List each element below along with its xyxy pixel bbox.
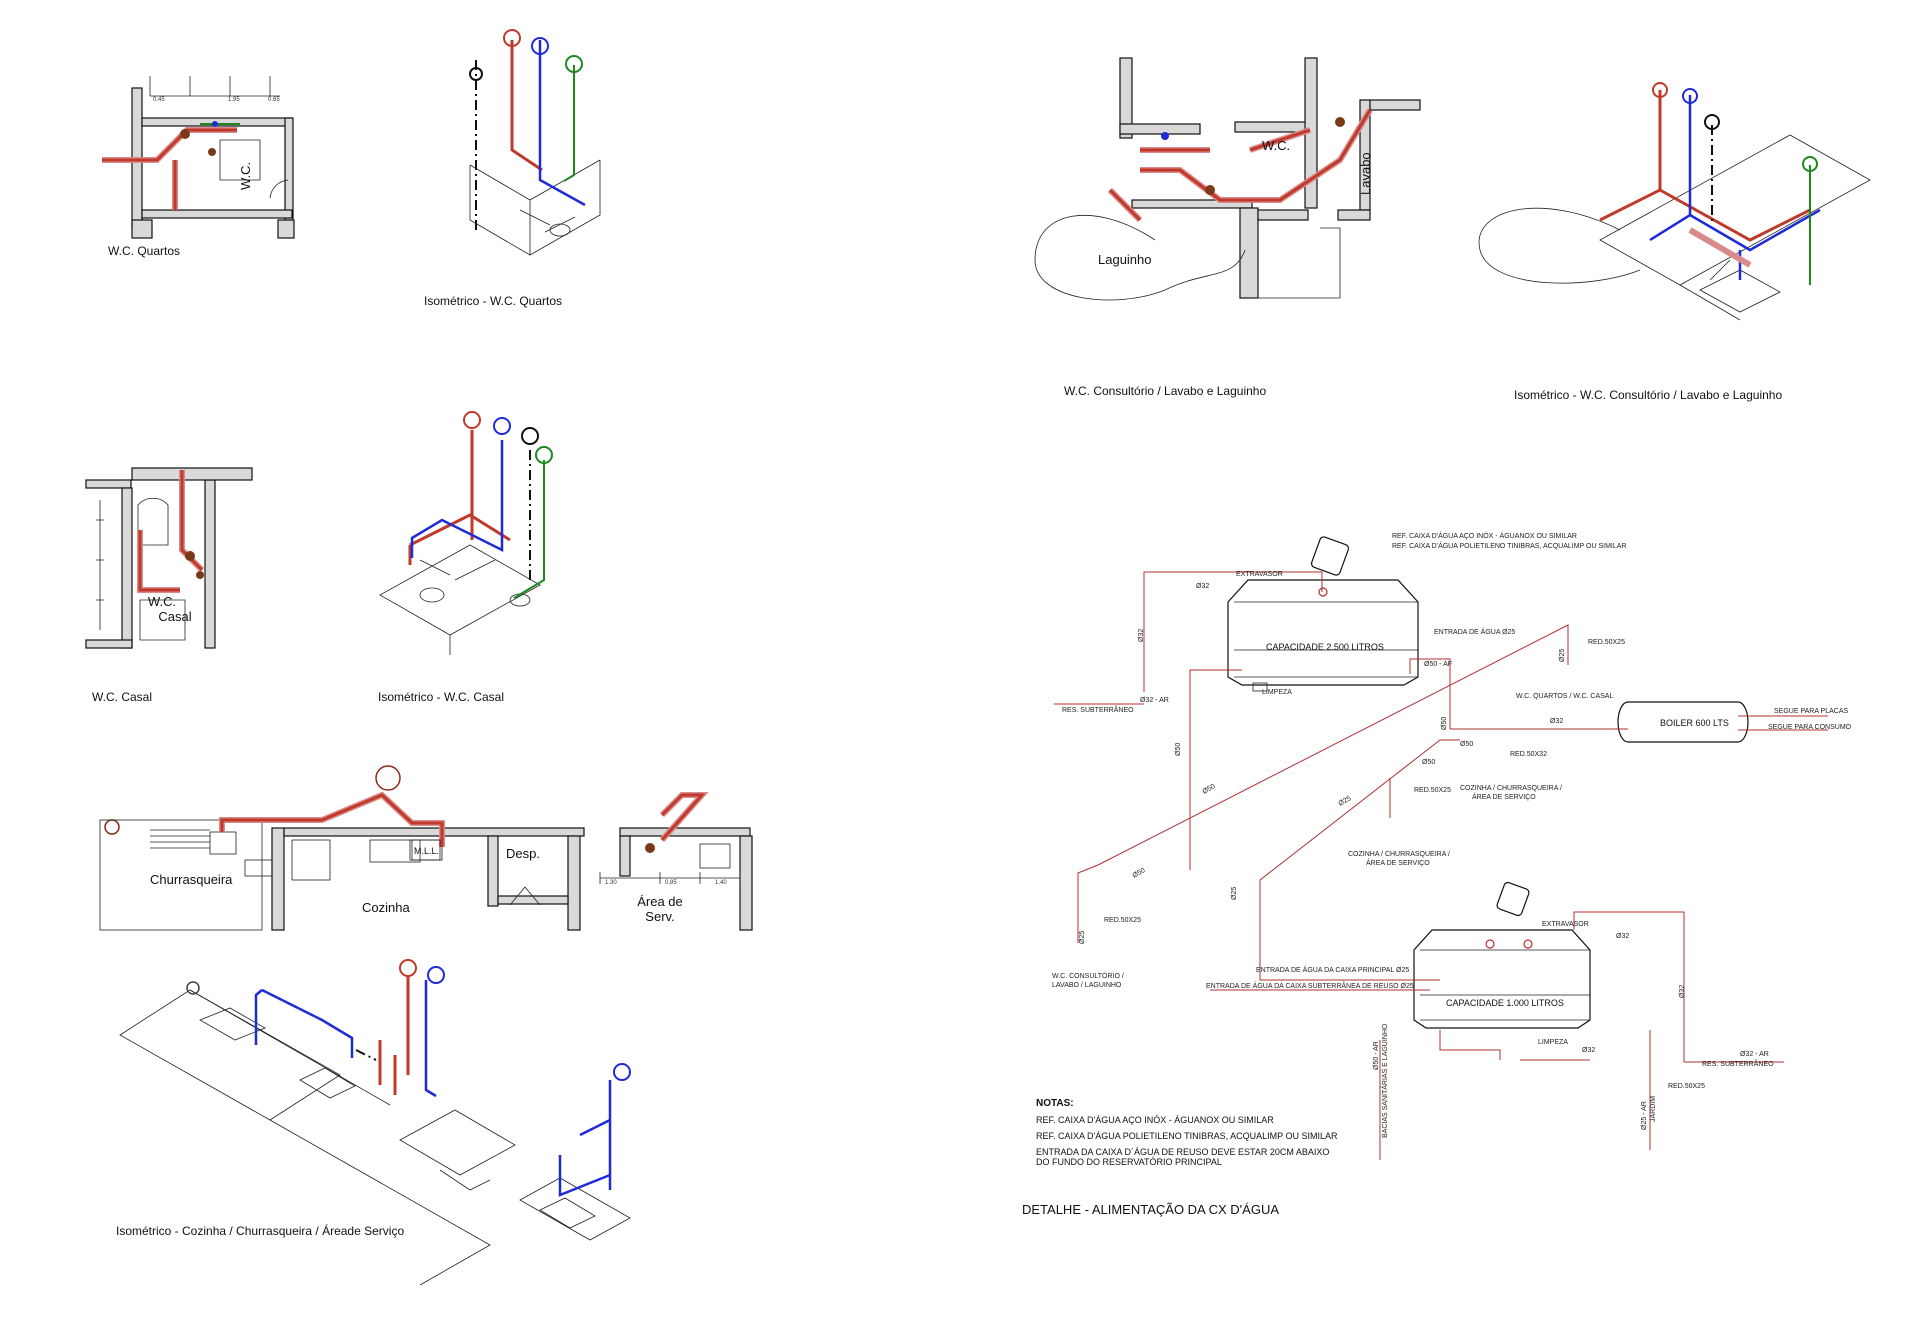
notes-item-2: REF. CAIXA D'ÁGUA POLIETILENO TINIBRAS, …: [1036, 1131, 1338, 1141]
caption-iso-cozinha: Isométrico - Cozinha / Churrasqueira / Á…: [116, 1224, 405, 1238]
detail-d32-right2: Ø32: [1679, 985, 1686, 998]
room-label-mll: M.L.L.: [414, 846, 439, 856]
caption-iso-wc-consultorio: Isométrico - W.C. Consultório / Lavabo e…: [1514, 388, 1783, 402]
detail-d32-limpeza: Ø32: [1582, 1047, 1595, 1054]
iso-cozinha: [119, 959, 631, 1286]
detail-red-50x32: RED.50X32: [1510, 751, 1547, 758]
svg-text:1.30: 1.30: [605, 880, 617, 886]
detail-d25-right: Ø25: [1559, 649, 1566, 662]
plan-wc-quartos: 0.45 1.95 0.65 W.C.: [102, 76, 295, 239]
detail-red-50x25-3: RED.50X25: [1104, 917, 1141, 924]
detail-wc-consultorio: W.C. CONSULTÓRIO /LAVABO / LAGUINHO: [1052, 971, 1124, 989]
detail-ref-top-1: REF. CAIXA D'ÁGUA AÇO INÓX - ÁGUANOX OU …: [1392, 531, 1577, 540]
detail-d25-vert2: Ø25: [1231, 887, 1238, 900]
detail-d50-c: Ø50: [1422, 759, 1435, 766]
caption-wc-quartos: W.C. Quartos: [108, 244, 181, 258]
detail-d32-top2: Ø32: [1616, 933, 1629, 940]
caption-iso-wc-casal: Isométrico - W.C. Casal: [378, 690, 505, 704]
detail-red-50x25-4: RED.50X25: [1668, 1083, 1705, 1090]
detail-d32-boiler: Ø32: [1550, 718, 1563, 725]
detail-water-supply: REF. CAIXA D'ÁGUA AÇO INÓX - ÁGUANOX OU …: [1052, 531, 1852, 1160]
detail-extravasor-2: EXTRAVASOR: [1542, 921, 1589, 928]
iso-wc-casal: [379, 411, 553, 655]
detail-d50-diag2: Ø50: [1132, 867, 1147, 880]
svg-text:0.45: 0.45: [153, 97, 165, 103]
detail-capacidade-2: CAPACIDADE 1.000 LITROS: [1446, 998, 1564, 1008]
room-label-desp: Desp.: [506, 846, 540, 861]
detail-d50-a: Ø50: [1441, 717, 1448, 730]
room-label-lavabo: Lavabo: [1358, 152, 1373, 195]
detail-entrada-reuso: ENTRADA DE ÁGUA DA CAIXA SUBTERRÂNEA DE …: [1206, 981, 1414, 990]
detail-d50-af: Ø50 - AF: [1424, 661, 1452, 668]
svg-text:1.95: 1.95: [228, 97, 240, 103]
svg-text:0.85: 0.85: [665, 880, 677, 886]
svg-text:0.65: 0.65: [268, 97, 280, 103]
iso-wc-consultorio: [1478, 82, 1871, 321]
detail-cozinha-1: COZINHA / CHURRASQUEIRA /ÁREA DE SERVIÇO: [1460, 785, 1562, 801]
detail-d32-ar2: Ø32 - AR: [1740, 1051, 1769, 1058]
detail-segue-placas: SEGUE PARA PLACAS: [1774, 708, 1849, 715]
detail-d32-vert: Ø32: [1138, 629, 1145, 642]
detail-red-50x25-2: RED.50X25: [1414, 787, 1451, 794]
caption-detalhe: DETALHE - ALIMENTAÇÃO DA CX D'ÁGUA: [1022, 1202, 1279, 1217]
caption-wc-casal: W.C. Casal: [92, 690, 153, 704]
detail-res-subterraneo-2: RES. SUBTERRÂNEO: [1702, 1059, 1774, 1068]
detail-ref-top-2: REF. CAIXA D'ÁGUA POLIETILENO TINIBRAS, …: [1392, 541, 1626, 550]
iso-wc-quartos: [469, 29, 601, 256]
notes-item-1: REF. CAIXA D'ÁGUA AÇO INÓX - ÁGUANOX OU …: [1036, 1115, 1274, 1125]
detail-entrada-agua: ENTRADA DE ÁGUA Ø25: [1434, 627, 1515, 636]
room-label-wc-casal: W.C.Casal: [148, 594, 192, 624]
caption-iso-wc-quartos: Isométrico - W.C. Quartos: [424, 294, 563, 308]
detail-d50-b: Ø50: [1460, 741, 1473, 748]
detail-segue-consumo: SEGUE PARA CONSUMO: [1768, 724, 1852, 731]
detail-extravasor-1: EXTRAVASOR: [1236, 571, 1283, 578]
room-label-churrasqueira: Churrasqueira: [150, 872, 233, 887]
detail-res-subterraneo-1: RES. SUBTERRÂNEO: [1062, 705, 1134, 714]
room-label-cozinha: Cozinha: [362, 900, 410, 915]
detail-capacidade-1: CAPACIDADE 2.500 LITROS: [1266, 642, 1384, 652]
plan-wc-consultorio: W.C. Lavabo Laguinho: [1034, 57, 1421, 301]
caption-wc-consultorio: W.C. Consultório / Lavabo e Laguinho: [1064, 384, 1267, 398]
detail-red-50x25-1: RED.50X25: [1588, 639, 1625, 646]
detail-d50-d: Ø50: [1175, 743, 1182, 756]
notes-item-3: ENTRADA DA CAIXA D´ÁGUA DE REUSO DEVE ES…: [1036, 1147, 1330, 1167]
detail-d50-diag1: Ø50: [1202, 783, 1217, 796]
room-label-wc-consultorio: W.C.: [1262, 138, 1290, 153]
detail-cozinha-2: COZINHA / CHURRASQUEIRA /ÁREA DE SERVIÇO: [1348, 851, 1450, 867]
detail-boiler: BOILER 600 LTS: [1660, 718, 1729, 728]
detail-d32-top: Ø32: [1196, 583, 1209, 590]
notes-title: NOTAS:: [1036, 1098, 1074, 1109]
plan-wc-casal: W.C.Casal: [85, 467, 253, 649]
svg-text:1.40: 1.40: [715, 880, 727, 886]
detail-d32-ar: Ø32 - AR: [1140, 697, 1169, 704]
plan-cozinha: 1.30 0.85 1.40 Churrasqueira Cozinha M.L…: [99, 765, 753, 931]
detail-entrada-principal: ENTRADA DE ÁGUA DA CAIXA PRINCIPAL Ø25: [1256, 965, 1409, 974]
detail-d25-left: Ø25: [1079, 931, 1086, 944]
room-label-wc-quartos: W.C.: [238, 162, 253, 190]
detail-wc-quartos-casal: W.C. QUARTOS / W.C. CASAL: [1516, 693, 1613, 700]
notes-block: NOTAS: REF. CAIXA D'ÁGUA AÇO INÓX - ÁGUA…: [1036, 1098, 1337, 1167]
room-label-laguinho: Laguinho: [1098, 252, 1152, 267]
detail-limpeza-1: LIMPEZA: [1262, 689, 1292, 696]
detail-limpeza-2: LIMPEZA: [1538, 1039, 1568, 1046]
detail-d25-mid: Ø25: [1338, 795, 1353, 808]
